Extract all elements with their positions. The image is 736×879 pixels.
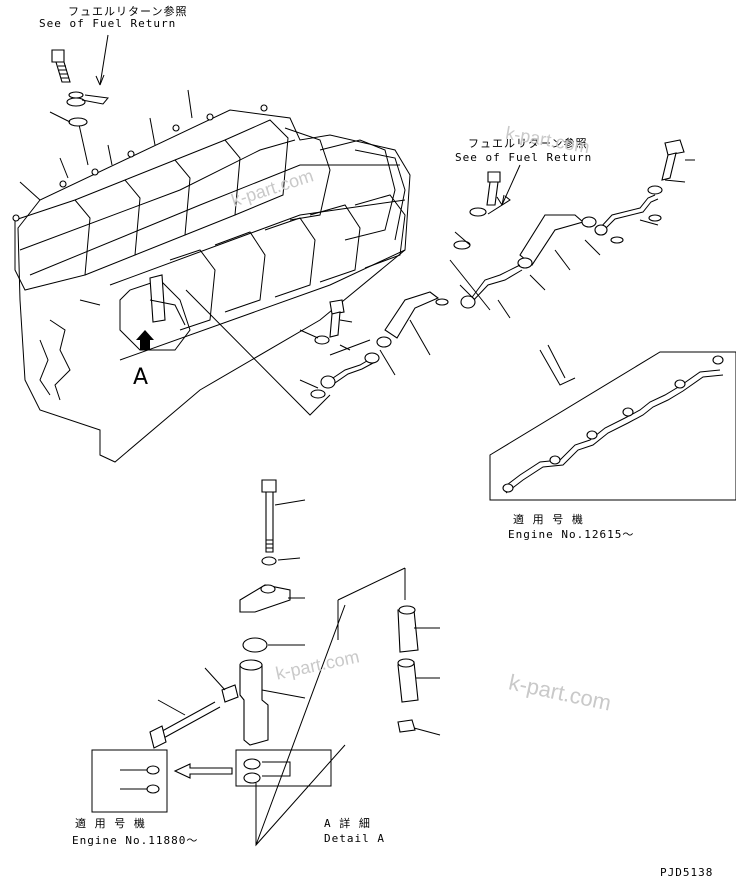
detail-boxes xyxy=(91,604,346,847)
detail-a-en: Detail A xyxy=(324,832,385,845)
view-arrow-a xyxy=(136,330,154,350)
top-bolt-assembly xyxy=(49,34,109,127)
injector-assembly xyxy=(149,479,441,749)
fuel-return-mid-en: See of Fuel Return xyxy=(455,151,593,164)
middle-fuel-line xyxy=(299,139,695,399)
late-serial-jp: 適 用 号 機 xyxy=(513,513,584,526)
late-version-inset xyxy=(489,344,736,501)
drawing-code: PJD5138 xyxy=(660,866,714,879)
engine-block xyxy=(12,89,411,463)
view-arrow-label: A xyxy=(133,365,149,390)
early-serial-en: Engine No.11880～ xyxy=(72,834,199,847)
early-serial-jp: 適 用 号 機 xyxy=(75,817,146,830)
fuel-return-top-en: See of Fuel Return xyxy=(39,17,177,30)
detail-a-jp: A 詳 細 xyxy=(324,817,371,830)
late-serial-en: Engine No.12615～ xyxy=(508,528,635,541)
fuel-return-top-jp: フュエルリターン参照 xyxy=(68,5,188,18)
fuel-return-mid-jp: フュエルリターン参照 xyxy=(468,137,588,150)
